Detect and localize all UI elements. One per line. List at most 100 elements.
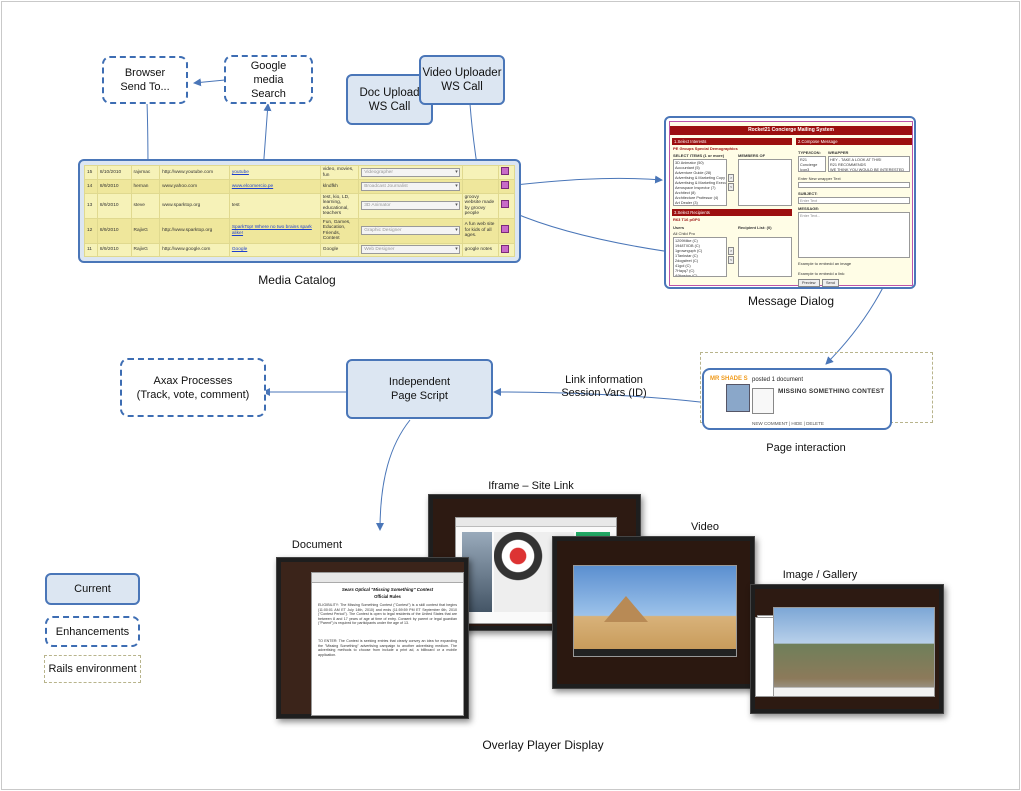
media-catalog-caption: Media Catalog <box>258 273 336 287</box>
list-item[interactable]: A9baston (C) <box>675 274 698 277</box>
legend-enhancements: Enhancements <box>45 616 140 647</box>
row-user: rajvmac <box>133 169 151 175</box>
edit-icon[interactable] <box>500 225 509 234</box>
row-link[interactable]: test <box>231 202 240 208</box>
doc-upload-node: Doc Upload WS Call <box>346 74 433 125</box>
document-viewer[interactable]: Sears Optical "Missing Something" Contes… <box>311 572 464 716</box>
row-tags: test, kio, LD, learning, educational, te… <box>322 194 350 217</box>
dialog-section-interests: 1.Select Interests <box>672 138 792 145</box>
list-item[interactable]: 1948TXDB (C) <box>675 244 700 248</box>
edit-icon[interactable] <box>500 244 509 253</box>
post-actions[interactable]: NEW COMMENT | HIDE | DELETE <box>752 421 824 426</box>
dialog-wrapper-list[interactable]: HEY - TAKE A LOOK AT THIS!R21 RECOMMENDS… <box>828 156 910 172</box>
post-title[interactable]: MISSING SOMETHING CONTEST <box>778 388 885 395</box>
arrow-script-to-overlay <box>376 419 411 531</box>
dialog-recipients-list[interactable] <box>738 237 792 277</box>
dialog-title: Rocket21 Concierge Mailing System <box>670 126 912 135</box>
list-item[interactable]: Art Dealer (3) <box>675 201 698 205</box>
avatar <box>726 384 750 412</box>
list-item[interactable]: WE THINK YOU WOULD BE INTERESTED <box>830 168 905 172</box>
browser-send-to-label: Browser Send To... <box>120 67 170 93</box>
row-role-select[interactable]: Broadcast Journalist <box>361 181 460 191</box>
video-caption: Video <box>691 521 719 533</box>
edit-icon[interactable] <box>500 167 509 176</box>
list-item[interactable]: 7Hayq7 (C) <box>675 269 695 273</box>
doc-upload-label: Doc Upload WS Call <box>359 86 420 113</box>
dialog-remove-item-button[interactable]: < <box>728 183 735 191</box>
dialog-members-list[interactable] <box>738 159 792 206</box>
row-link[interactable]: www.elcomercio.pe <box>231 183 274 189</box>
list-item[interactable]: 2dogsfeet (C) <box>675 259 699 263</box>
row-role-select[interactable]: Videographer <box>361 168 460 177</box>
dialog-users-list[interactable]: 1209Mike (C)1948TXDB (C)1grownguph (C)1T… <box>673 237 727 277</box>
edit-icon[interactable] <box>500 181 509 189</box>
dialog-items-list[interactable]: 3D Animator (50)Accountant (5)Adventure … <box>673 159 727 206</box>
message-dialog-screenshot: Rocket21 Concierge Mailing System 1.Sele… <box>664 116 916 289</box>
independent-page-script-node: Independent Page Script <box>346 359 493 419</box>
browser-send-to-node: Browser Send To... <box>102 56 188 104</box>
row-role-select[interactable]: Web Designer <box>361 245 460 255</box>
dialog-user-filter[interactable]: All Child Pro <box>673 231 696 236</box>
edit-icon[interactable] <box>500 200 509 209</box>
row-id: 15 <box>87 169 93 175</box>
row-url: http://www.sparktop.org <box>162 227 213 233</box>
list-item[interactable]: Aerospace Inspector (7) <box>675 186 716 190</box>
row-description: google notes <box>464 247 493 252</box>
list-item[interactable]: 1209Mike (C) <box>675 239 698 243</box>
list-item[interactable]: Advertising & Marketing Copy <box>675 176 726 180</box>
list-item[interactable]: Adventure Guide (28) <box>675 171 712 175</box>
dialog-subject-input[interactable]: Enter Text <box>798 197 910 204</box>
dialog-send-button[interactable]: Send <box>822 279 839 287</box>
list-item[interactable]: HEY - TAKE A LOOK AT THIS! <box>830 158 882 162</box>
poster-name: MR SHADE S <box>710 376 748 382</box>
row-link[interactable]: SparkTop! Where no two brains spark alik… <box>231 225 312 236</box>
video-uploader-label: Video Uploader WS Call <box>422 67 502 93</box>
dialog-new-wrapper-input[interactable] <box>798 182 910 188</box>
row-role-select[interactable]: Graphic Designer <box>361 226 460 235</box>
list-item[interactable]: Concierge <box>800 163 818 167</box>
document-body-2: TO ENTER: The Contest is seeking entries… <box>318 639 457 657</box>
row-link[interactable]: youtube <box>231 169 249 175</box>
gallery-image[interactable] <box>773 607 935 697</box>
dialog-recipient-options: R63 T16 pGP3 <box>673 217 700 222</box>
list-item[interactable]: 1Tankstar (C) <box>675 254 698 258</box>
row-url: http://www.youtube.com <box>162 169 214 175</box>
document-toolbar[interactable] <box>312 573 463 583</box>
arrow-interaction-to-script <box>493 388 701 403</box>
row-link[interactable]: Google <box>231 247 248 252</box>
list-item[interactable]: Architecture Professor (4) <box>675 196 719 200</box>
document-body: ELIGIBILITY: The Missing Something Conte… <box>318 603 457 626</box>
arrow-catalog-to-dialog <box>505 175 663 187</box>
video-player[interactable] <box>573 565 737 657</box>
google-media-search-label: Google media Search <box>250 59 287 100</box>
posted-text: posted 1 document <box>752 377 804 383</box>
list-item[interactable]: R21 RECOMMENDS <box>830 163 866 167</box>
media-catalog-table: 15 8/10/2010 rajvmac http://www.youtube.com… <box>84 165 516 257</box>
list-item[interactable]: Advertising & Marketing Execu <box>675 181 727 185</box>
list-item[interactable]: R21 <box>800 158 807 162</box>
document-screenshot: Sears Optical "Missing Something" Contes… <box>276 557 469 719</box>
document-heading: Sears Optical "Missing Something" Contes… <box>341 587 434 592</box>
dialog-add-user-button[interactable]: > <box>728 247 735 255</box>
row-description: groovy website made by groovy people <box>464 194 495 217</box>
list-item[interactable]: 3D Animator (50) <box>675 161 704 165</box>
list-item[interactable]: Icon3 <box>800 168 810 172</box>
list-item[interactable]: 1grownguph (C) <box>675 249 703 253</box>
dialog-message-textarea[interactable]: Enter Text... <box>798 212 910 258</box>
list-item[interactable]: 41gol (C) <box>675 264 691 268</box>
dialog-preview-button[interactable]: Preview <box>798 279 820 287</box>
dialog-add-item-button[interactable]: > <box>728 174 735 182</box>
row-date: 8/10/2010 <box>99 169 122 175</box>
table-row[interactable]: 15 8/10/2010 rajvmac http://www.youtube.com… <box>84 165 516 180</box>
document-thumbnail[interactable] <box>752 388 774 414</box>
dialog-remove-user-button[interactable]: < <box>728 256 735 264</box>
row-role-select[interactable]: 3D Animator <box>361 201 460 210</box>
independent-page-script-label: Independent Page Script <box>388 376 451 402</box>
list-item[interactable]: Architect (8) <box>675 191 696 195</box>
list-item[interactable]: Accountant (5) <box>675 166 700 170</box>
